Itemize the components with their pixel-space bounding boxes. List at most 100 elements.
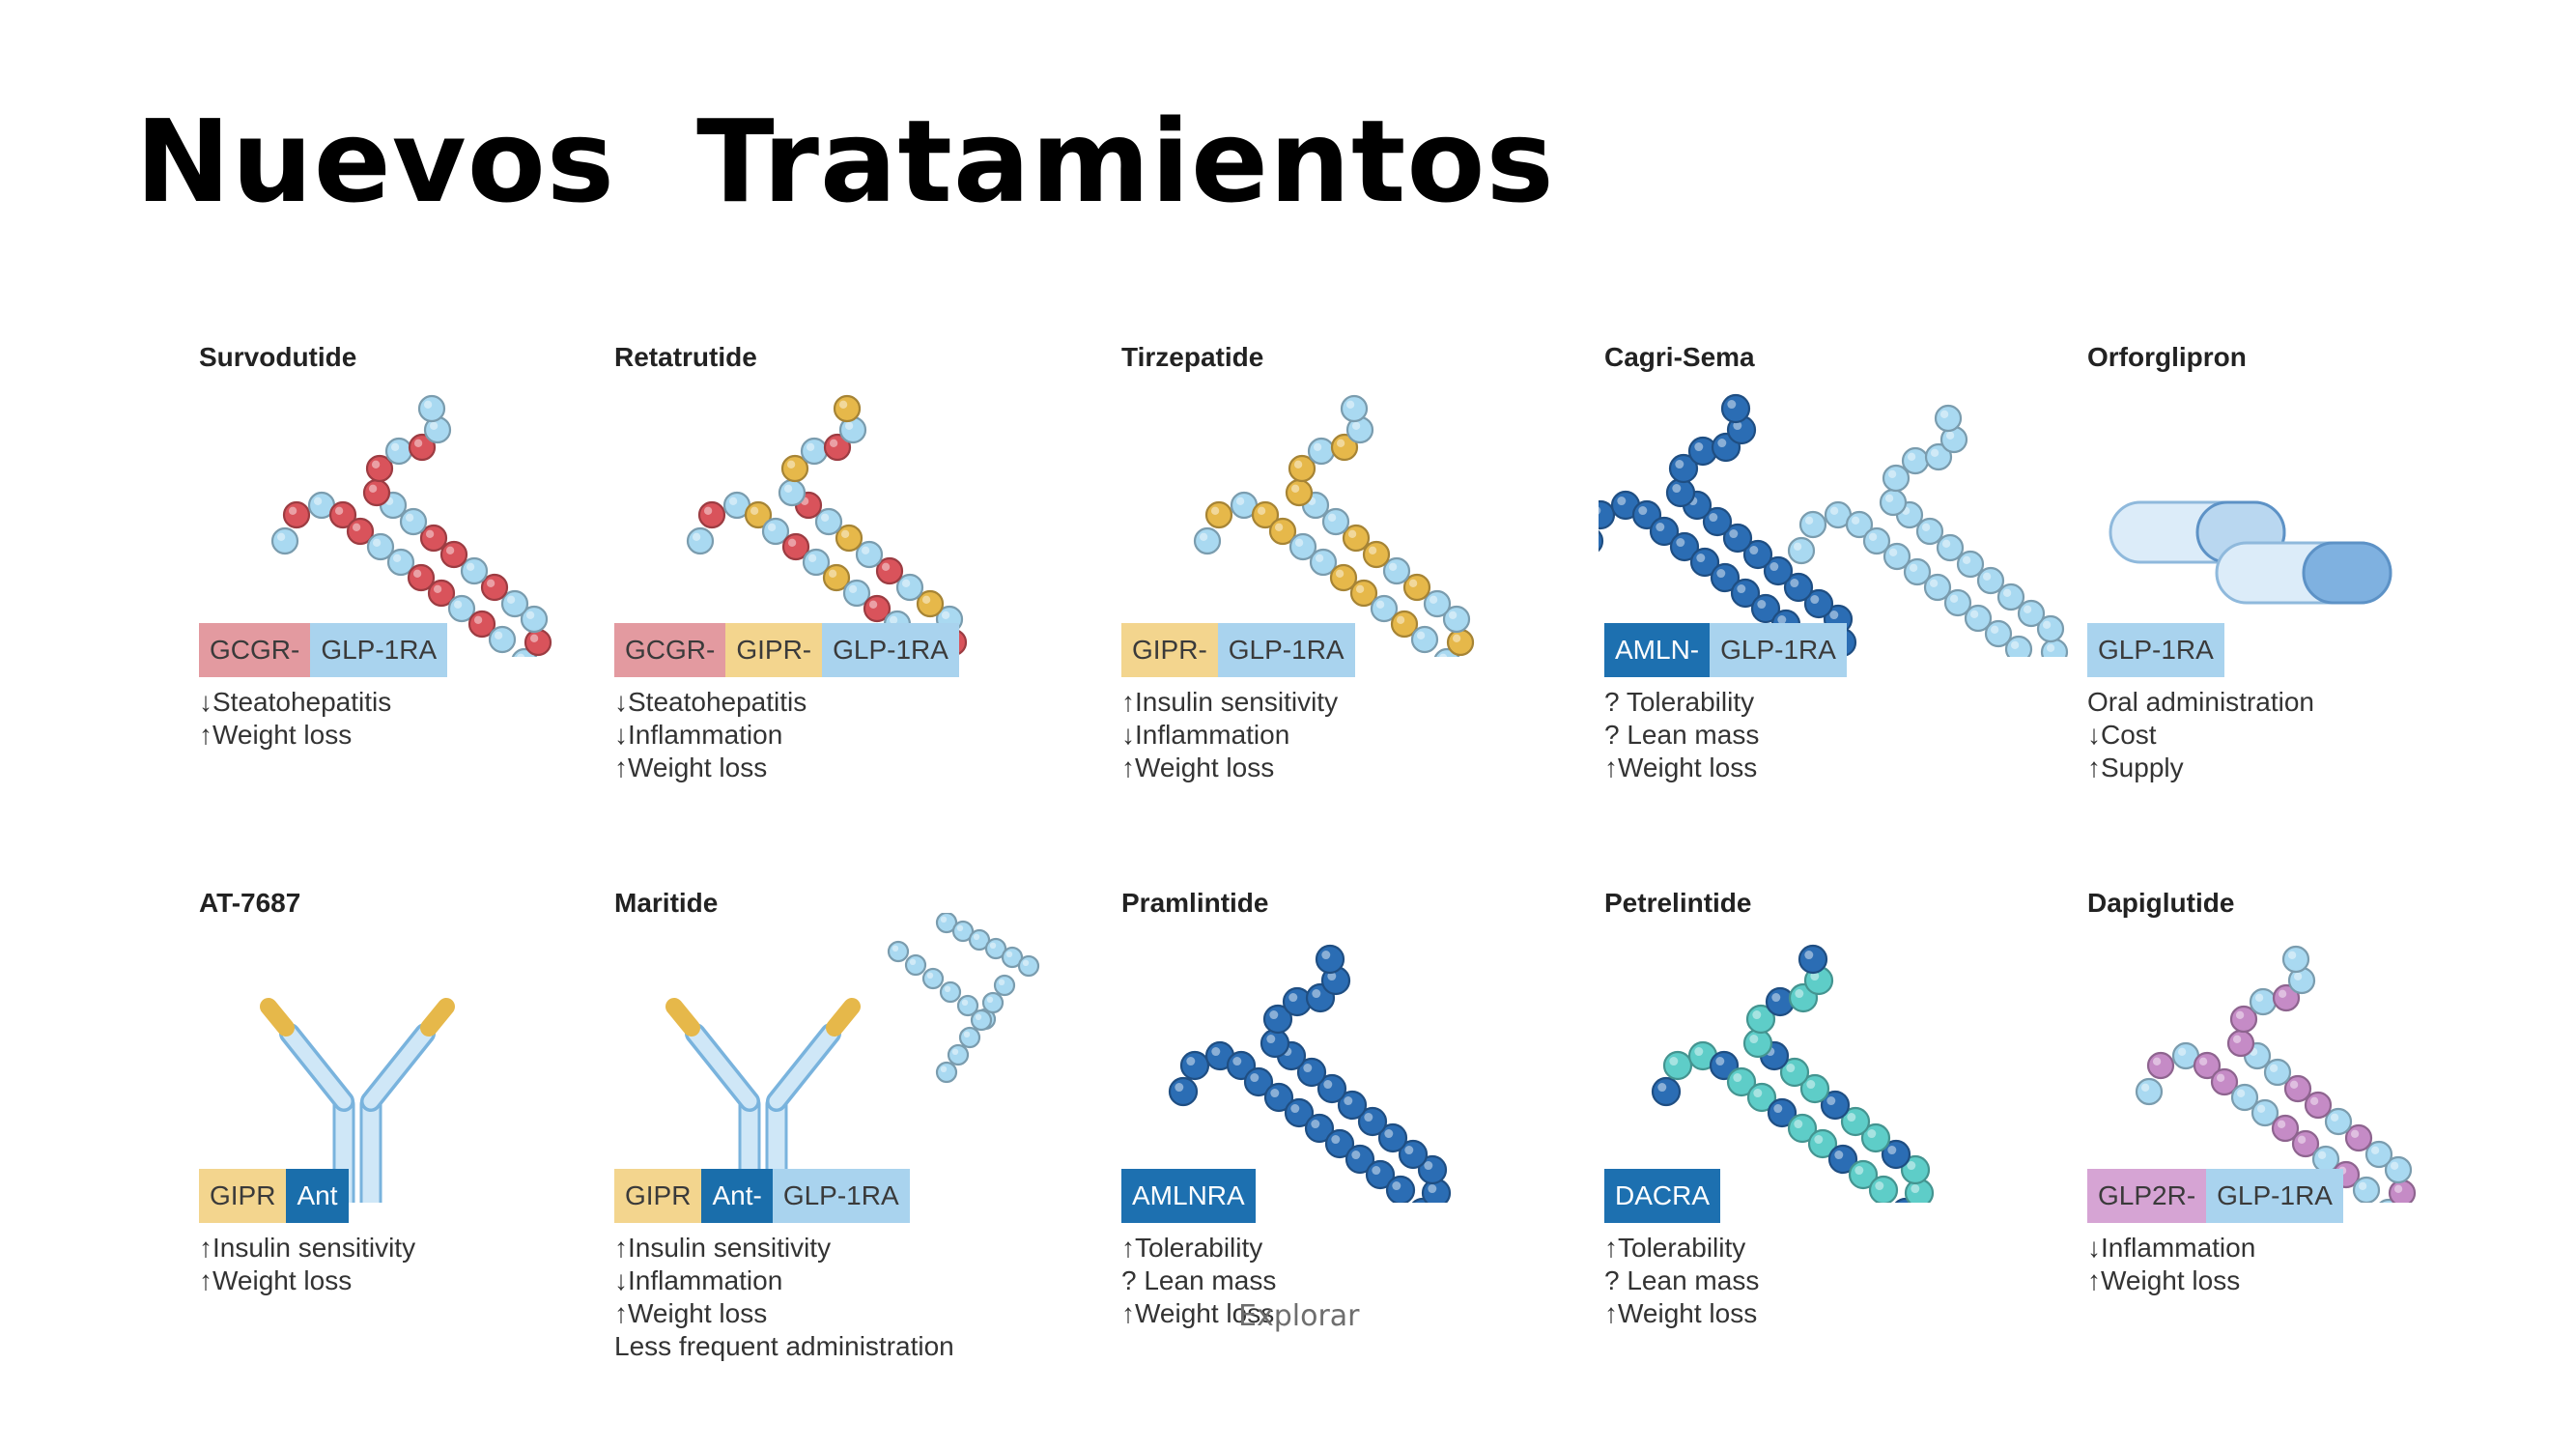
bead-highlight (1351, 1151, 1361, 1159)
bead-highlight (1235, 497, 1245, 505)
mechanism-tag: GLP-1RA (1217, 623, 1355, 677)
bead-highlight (2140, 1083, 2150, 1092)
bead-highlight (1771, 993, 1781, 1002)
peptide-bead (1410, 625, 1439, 654)
bead-highlight (2350, 1129, 2360, 1138)
bead-highlight (1210, 506, 1220, 515)
bead-highlight (445, 546, 455, 554)
effects-list: ↑Tolerability? Lean mass↑Weight loss (1604, 1232, 1759, 1330)
bead-highlight (1270, 1089, 1280, 1097)
bead-highlight (1672, 484, 1682, 493)
peptide-bead (1901, 446, 1930, 475)
peptide-bead (1329, 563, 1358, 592)
peptide-bead (2249, 987, 2278, 1016)
bead-highlight (1675, 460, 1684, 469)
bead-highlight (1694, 442, 1704, 451)
bead-highlight (692, 532, 701, 541)
peptide-bead (2036, 614, 2065, 643)
effect-item: ↑Weight loss (2087, 1265, 2241, 1295)
peptide-bead (346, 517, 375, 546)
bead-highlight (2198, 1057, 2208, 1065)
bead-highlight (2269, 1064, 2279, 1072)
peptide-bead (2304, 1091, 2333, 1120)
peptide-bead (524, 628, 552, 657)
bead-highlight (861, 546, 870, 554)
peptide-bead (2229, 1005, 2258, 1034)
peptide-bead (2364, 1140, 2393, 1169)
bead-highlight (1806, 1080, 1816, 1089)
peptide-bead (384, 437, 413, 466)
peptide-bead (1860, 1122, 1891, 1153)
drug-name: Maritide (614, 888, 719, 918)
bead-highlight (494, 631, 503, 639)
bead-highlight (1408, 579, 1418, 587)
peptide-bead (480, 573, 509, 602)
mechanism-tag: Ant (286, 1169, 349, 1223)
peptide-bead (1845, 510, 1874, 539)
bead-highlight (1829, 611, 1839, 619)
peptide-bead (1304, 1113, 1335, 1144)
peptide-bead (1976, 566, 2005, 595)
bead-highlight (1669, 1057, 1679, 1065)
peptide-bead (1017, 954, 1040, 978)
antibody-binding-site (420, 998, 455, 1037)
bead-highlight (1962, 555, 1971, 564)
peptide-bead (1827, 1144, 1858, 1175)
bead-highlight (750, 506, 759, 515)
bead-highlight (1439, 653, 1448, 657)
bead-highlight (371, 460, 381, 469)
peptide-bead (488, 625, 517, 654)
peptide-bead (2263, 1058, 2292, 1087)
peptide-bead (904, 953, 927, 977)
bead-highlight (1847, 1113, 1856, 1122)
bead-highlight (1941, 539, 1951, 548)
peptide-bead (1385, 1175, 1416, 1203)
bead-highlight (1696, 554, 1706, 562)
peptide-bead (328, 500, 357, 529)
bead-highlight (1313, 442, 1322, 451)
peptide-bead (1934, 404, 1963, 433)
peptide-bead (1268, 517, 1297, 546)
peptide-bead (863, 594, 892, 623)
bead-highlight (1311, 1120, 1320, 1128)
peptide-bead (1370, 594, 1399, 623)
antibody-binding-site (665, 998, 700, 1037)
bead-highlight (529, 634, 539, 642)
effect-item: ↑Weight loss (1121, 753, 1275, 782)
peptide-bead (935, 1061, 958, 1084)
peptide-bead (362, 478, 391, 507)
bead-highlight (405, 513, 414, 522)
effect-item: ↑Supply (2087, 753, 2184, 782)
bead-highlight (1733, 1073, 1742, 1082)
bead-highlight (1375, 600, 1385, 609)
drug-name: Cagri-Sema (1604, 342, 1755, 372)
effect-item: ↑Weight loss (1604, 1298, 1758, 1328)
bead-highlight (1303, 1064, 1313, 1072)
bead-highlight (1804, 951, 1814, 959)
explore-overlay-label[interactable]: Explorar (1238, 1299, 1360, 1333)
peptide-bead (2193, 1051, 2222, 1080)
bead-highlight (2235, 1010, 2245, 1019)
peptide-bead (1787, 536, 1816, 565)
bead-highlight (806, 442, 815, 451)
bead-highlight (1990, 625, 1999, 634)
peptide-bead (970, 1009, 993, 1032)
peptide-bead (419, 524, 448, 553)
bead-highlight (956, 924, 964, 931)
bead-highlight (828, 569, 837, 578)
antibody-binding-site (260, 998, 295, 1037)
peptide-bead (520, 605, 549, 634)
mechanism-tags: AMLN-GLP-1RA (1604, 623, 1847, 677)
bead-highlight (1790, 579, 1799, 587)
mechanism-tag: GLP-1RA (310, 623, 448, 677)
bead-highlight (1794, 1120, 1803, 1128)
bead-highlight (1752, 1010, 1762, 1019)
mechanism-tag: GIPR (614, 1169, 702, 1223)
peptide-bead (697, 500, 726, 529)
peptide-bead (399, 507, 428, 536)
page-title: Nuevos Tratamientos (135, 95, 1555, 228)
peptide-bead (1345, 1144, 1375, 1175)
